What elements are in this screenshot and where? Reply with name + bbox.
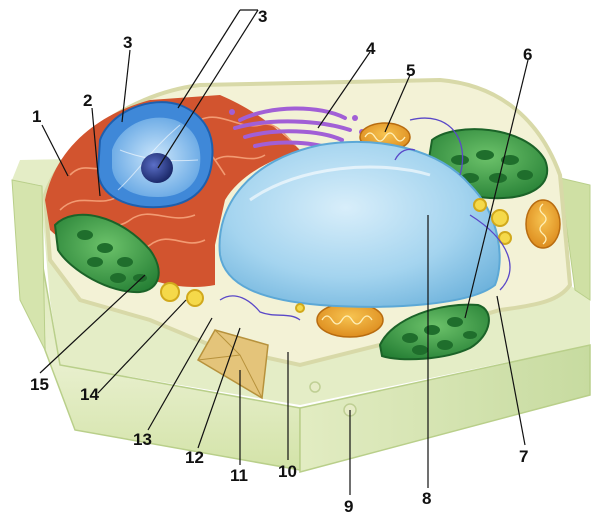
mitochondrion: [317, 303, 383, 337]
label-10: 10: [278, 462, 297, 481]
label-5: 5: [406, 61, 415, 80]
nucleus: [98, 102, 213, 207]
mitochondrion: [526, 200, 560, 248]
label-3-nuclear-envelope: 3: [123, 33, 132, 52]
label-3-nucleolus: 3: [258, 7, 267, 26]
label-12: 12: [185, 448, 204, 467]
label-11: 11: [230, 466, 248, 485]
label-13: 13: [133, 430, 152, 449]
label-15: 15: [30, 375, 49, 394]
label-8: 8: [422, 489, 431, 508]
nucleolus: [141, 153, 173, 183]
label-14: 14: [80, 385, 99, 404]
label-2: 2: [83, 91, 92, 110]
label-1: 1: [32, 107, 41, 126]
label-9: 9: [344, 497, 353, 516]
label-7: 7: [519, 447, 528, 466]
label-6: 6: [523, 45, 532, 64]
label-4: 4: [366, 39, 376, 58]
